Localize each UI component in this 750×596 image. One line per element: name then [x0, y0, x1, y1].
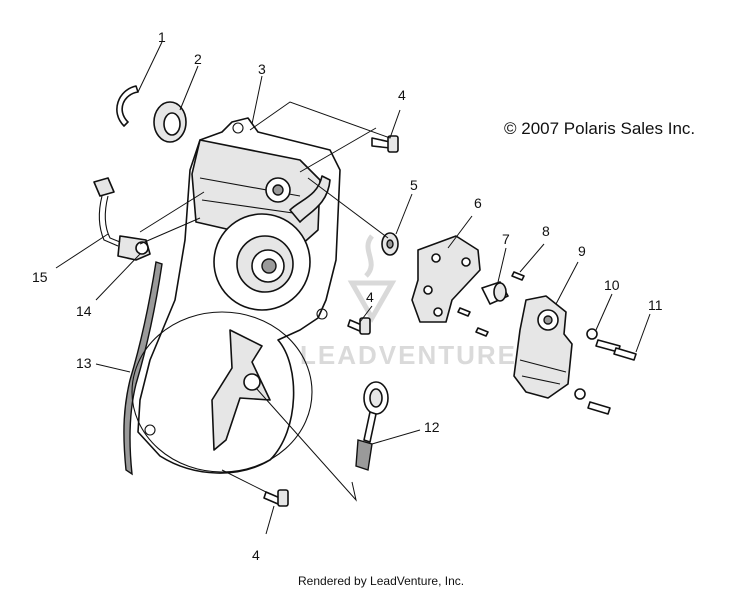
- callout-1: 1: [158, 29, 166, 45]
- callout-12: 12: [424, 419, 440, 435]
- mounting-bracket: [411, 235, 481, 323]
- callout-10: 10: [604, 277, 620, 293]
- bolt-lower: [263, 489, 289, 507]
- bolt-middle: [347, 317, 371, 335]
- callout-6: 6: [474, 195, 482, 211]
- screws: [457, 271, 525, 337]
- coupler: [481, 281, 509, 305]
- callout-9: 9: [578, 243, 586, 259]
- callout-13: 13: [76, 355, 92, 371]
- callout-labels: 1 2 3 4 4 4 5 6 7 8 9 10 11 12 13 14 15: [32, 29, 663, 563]
- callout-3: 3: [258, 61, 266, 77]
- gasket-strip: [123, 261, 163, 476]
- callout-11: 11: [648, 297, 663, 313]
- callout-4-upper: 4: [398, 87, 406, 103]
- callout-7: 7: [502, 231, 510, 247]
- leadventure-watermark: LEADVENTURE: [300, 234, 517, 370]
- bolt-upper: [371, 135, 399, 153]
- gearcase-cover: [131, 117, 341, 474]
- seal: [153, 101, 187, 143]
- leader-lines: [55, 41, 651, 535]
- copyright-notice: © 2007 Polaris Sales Inc.: [504, 119, 695, 138]
- footer-credit: Rendered by LeadVenture, Inc.: [298, 574, 464, 588]
- callout-4-middle: 4: [366, 289, 374, 305]
- callout-5: 5: [410, 177, 418, 193]
- watermark-text: LEADVENTURE: [300, 340, 517, 370]
- dipstick: [355, 381, 389, 471]
- callout-2: 2: [194, 51, 202, 67]
- motor-housing: [513, 295, 573, 399]
- sensor: [117, 235, 151, 261]
- retaining-ring: [116, 85, 139, 127]
- callout-15: 15: [32, 269, 48, 285]
- callout-4-lower: 4: [252, 547, 260, 563]
- wiring-harness: [93, 177, 121, 247]
- washer: [381, 232, 399, 256]
- washers-and-bolts: [574, 328, 637, 415]
- callout-14: 14: [76, 303, 92, 319]
- callout-8: 8: [542, 223, 550, 239]
